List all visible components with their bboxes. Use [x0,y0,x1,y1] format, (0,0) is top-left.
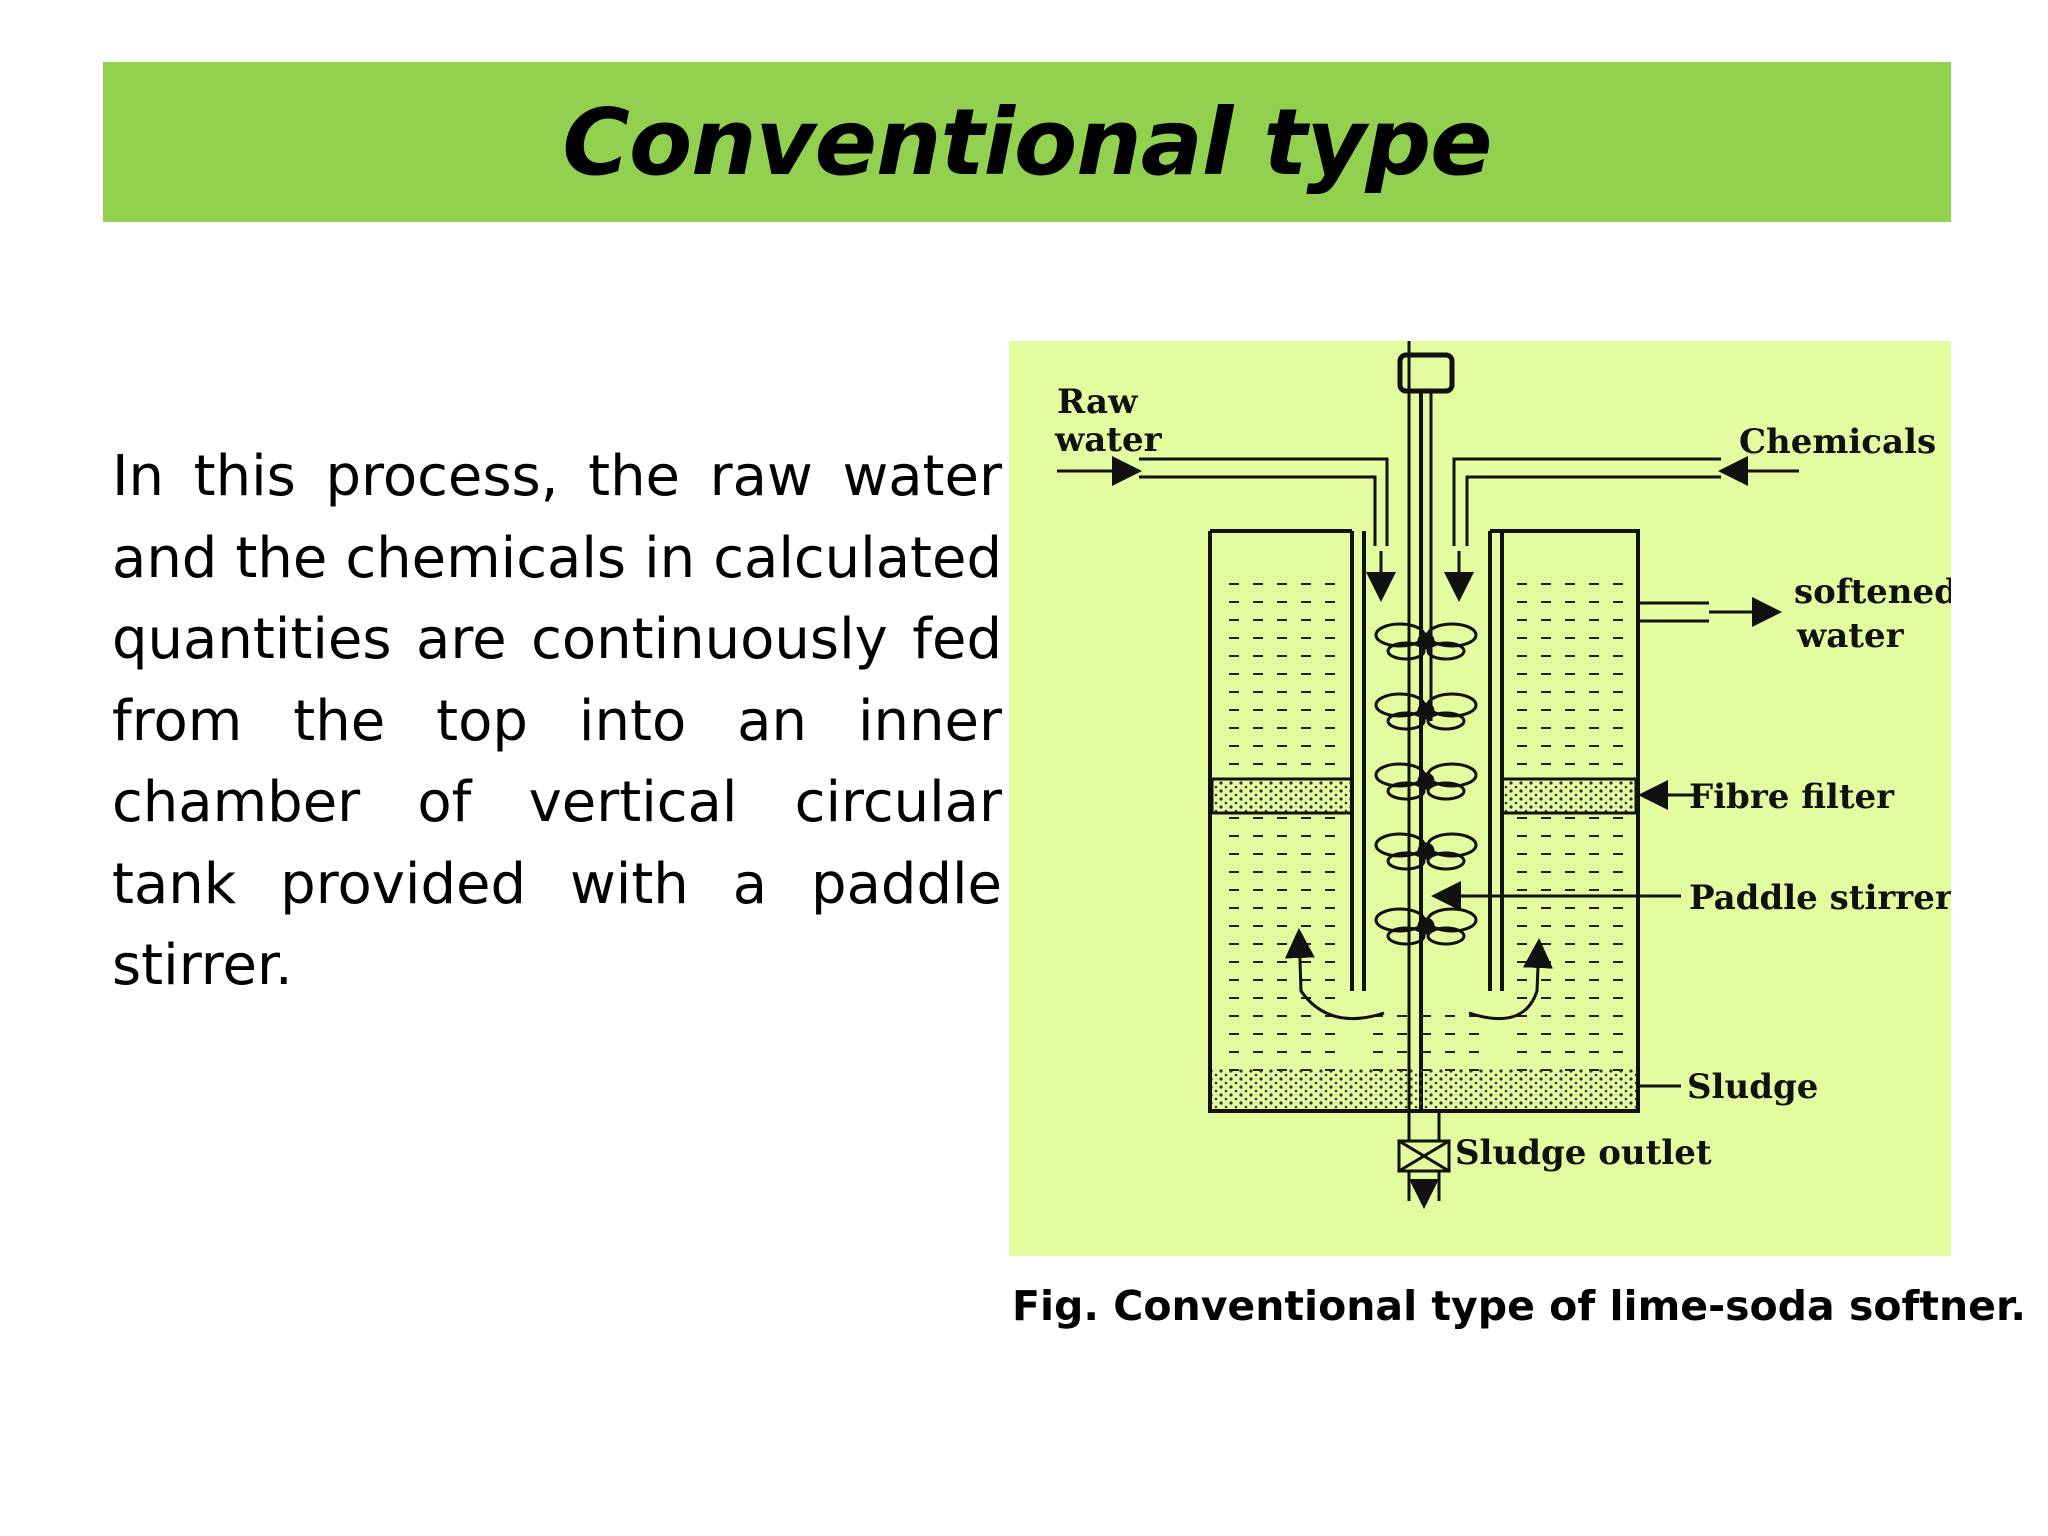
slide-title: Conventional type [562,88,1492,196]
label-softened-line1: softened [1794,572,1951,612]
label-sludge-outlet: Sludge outlet [1455,1133,1712,1173]
fibre-filter-right [1500,777,1638,815]
label-sludge: Sludge [1687,1067,1818,1107]
diagram-svg: Raw water Chemicals softened water Fibre… [1054,341,1951,1209]
softener-diagram: Raw water Chemicals softened water Fibre… [1009,341,1951,1256]
sludge-outlet-valve [1397,341,1451,1209]
chemicals-pipe [1444,456,1799,602]
inner-chamber [1350,531,1504,991]
label-fibre-filter: Fibre filter [1689,777,1895,817]
body-paragraph: In this process, the raw water and the c… [112,444,1002,998]
paddle-stirrer [1374,622,1478,946]
raw-water-pipe [1057,456,1396,602]
softened-water-pipe [1638,597,1782,627]
circulation-arrows [1284,928,1553,1021]
figure-caption: Fig. Conventional type of lime-soda soft… [1012,1282,2026,1330]
label-paddle-stirrer: Paddle stirrer [1689,878,1951,918]
title-bar: Conventional type [103,62,1951,222]
motor-box [1397,352,1455,394]
fibre-filter-left [1210,777,1354,815]
label-chemicals: Chemicals [1739,422,1936,462]
outer-tank [1208,529,1640,1113]
label-raw-water-line1: Raw [1057,382,1138,422]
sludge-layer [1212,1069,1636,1109]
label-softened-line2: water [1796,616,1905,656]
label-raw-water-line2: water [1054,420,1163,460]
